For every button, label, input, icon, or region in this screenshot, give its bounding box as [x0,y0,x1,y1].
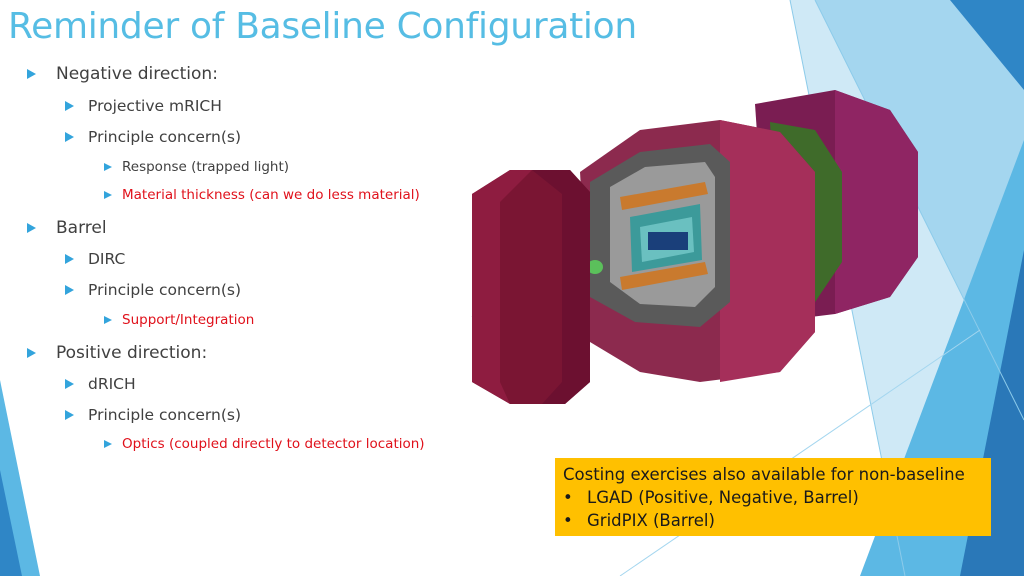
bullet-projective-mrich: Projective mRICH [65,97,222,115]
bullet-principle-concerns: Principle concern(s) [65,406,241,424]
bullet-text: Projective mRICH [88,97,222,115]
callout-heading: Costing exercises also available for non… [563,465,965,484]
bullet-arrow-icon [27,223,36,233]
bullet-material-thickness: Material thickness (can we do less mater… [104,187,420,203]
bullet-text: Principle concern(s) [88,128,241,146]
bullet-optics: Optics (coupled directly to detector loc… [104,436,425,452]
bullet-principle-concerns: Principle concern(s) [65,128,241,146]
bullet-support-integration: Support/Integration [104,312,254,328]
bullet-arrow-icon [104,191,112,199]
callout-item: • LGAD (Positive, Negative, Barrel) [563,486,983,509]
callout-bullet-glyph: • [563,488,573,507]
detector-cutaway-image [471,90,918,404]
page-title: Reminder of Baseline Configuration [8,6,637,47]
bullet-arrow-icon [104,316,112,324]
bullet-text-highlight: Material thickness (can we do less mater… [122,187,420,203]
bullet-arrow-icon [104,440,112,448]
bullet-arrow-icon [65,132,74,142]
bullet-text: Principle concern(s) [88,406,241,424]
bullet-text: Negative direction: [56,64,218,84]
bullet-text: Barrel [56,218,107,238]
callout-item-text: GridPIX (Barrel) [587,511,715,530]
bullet-response-trapped-light: Response (trapped light) [104,159,289,175]
bullet-arrow-icon [65,254,74,264]
costing-callout-box: Costing exercises also available for non… [555,458,991,536]
bullet-text: dRICH [88,375,136,393]
bullet-text: Response (trapped light) [122,159,290,175]
callout-item-text: LGAD (Positive, Negative, Barrel) [587,488,859,507]
bullet-arrow-icon [65,101,74,111]
bullet-arrow-icon [65,285,74,295]
bullet-negative-direction: Negative direction: [27,64,218,84]
callout-bullet-glyph: • [563,511,573,530]
bullet-dirc: DIRC [65,250,125,268]
bullet-text-highlight: Support/Integration [122,312,255,328]
bullet-barrel: Barrel [27,218,107,238]
bullet-text: Principle concern(s) [88,281,241,299]
bullet-list: Negative direction: Projective mRICH Pri… [0,0,470,470]
bullet-arrow-icon [104,163,112,171]
bullet-drich: dRICH [65,375,136,393]
bullet-text-highlight: Optics (coupled directly to detector loc… [122,436,425,452]
bullet-arrow-icon [65,410,74,420]
bullet-text: Positive direction: [56,343,208,363]
bullet-arrow-icon [27,69,36,79]
bullet-arrow-icon [65,379,74,389]
bullet-arrow-icon [27,348,36,358]
bullet-principle-concerns: Principle concern(s) [65,281,241,299]
bullet-positive-direction: Positive direction: [27,343,207,363]
bullet-text: DIRC [88,250,126,268]
callout-item: • GridPIX (Barrel) [563,509,983,532]
